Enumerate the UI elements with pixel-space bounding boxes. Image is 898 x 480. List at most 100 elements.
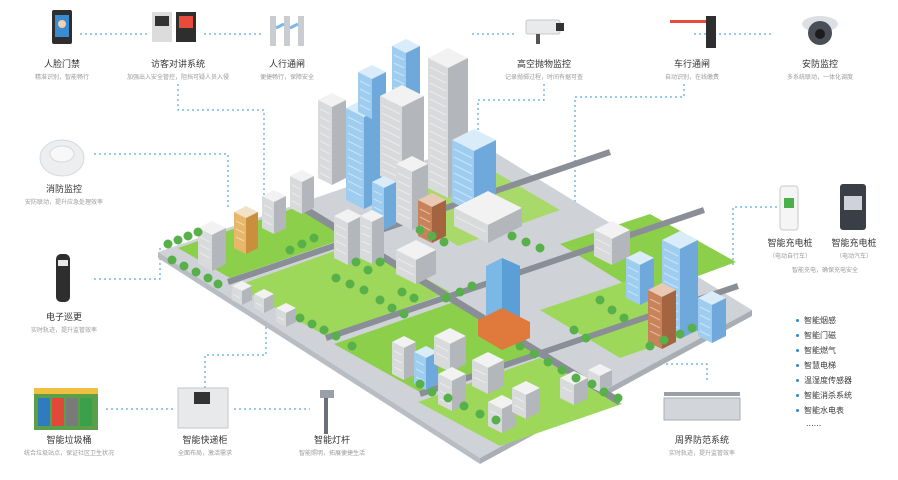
window-row: [263, 204, 273, 210]
building-side: [274, 196, 286, 234]
tree: [285, 245, 295, 255]
visitor-intercom-node: 访客对讲系统 加强出入安全管控，阻挡可疑人员入侵: [112, 57, 244, 81]
window-row: [429, 146, 447, 156]
smoke-detector-icon: [39, 139, 85, 177]
window-row: [381, 136, 401, 147]
building-side: [680, 240, 698, 339]
feature-item: 温湿度传感器: [796, 375, 852, 386]
building-side: [276, 308, 286, 327]
building: [512, 381, 540, 419]
tree: [535, 243, 545, 253]
e-patrol-node: 电子巡更 实时轨迹，提升监管效率: [14, 310, 114, 334]
window-row: [361, 240, 371, 246]
building: [392, 336, 416, 380]
window-row: [415, 368, 425, 374]
building-side: [332, 100, 346, 185]
tree: [295, 313, 305, 323]
window-row: [291, 200, 301, 206]
window-row: [627, 290, 639, 297]
building-side: [560, 378, 574, 405]
window-row: [359, 104, 371, 111]
node-title: 智能充电桩: [831, 239, 877, 249]
building: [234, 206, 258, 254]
building: [334, 209, 362, 265]
window-row: [453, 172, 473, 183]
node-desc: 加强出入安全管控，阻挡可疑人员入侵: [126, 74, 229, 81]
window-row: [663, 272, 679, 281]
window-row: [473, 368, 487, 376]
tree: [675, 329, 685, 339]
building-side: [318, 100, 332, 185]
building-side: [198, 228, 212, 271]
building-side: [600, 370, 612, 392]
patrol-wand-icon: [56, 254, 70, 302]
building-side: [334, 216, 348, 265]
window-row: [649, 298, 661, 305]
tree: [467, 281, 477, 291]
node-title: 智能灯杆: [313, 436, 350, 446]
window-row: [319, 116, 331, 123]
window-row: [359, 80, 371, 87]
window-row: [381, 144, 401, 155]
window-row: [347, 148, 363, 157]
window-row: [393, 54, 405, 61]
window-row: [455, 216, 487, 233]
feature-item: 智能烟感: [796, 315, 836, 326]
tree: [375, 295, 385, 305]
feature-label: 智能消杀系统: [804, 391, 852, 400]
tree: [427, 387, 437, 397]
building: [232, 281, 252, 305]
box-camera-icon: [525, 19, 564, 44]
tree: [529, 349, 539, 359]
window-row: [429, 122, 447, 132]
charger-desc-node: 智能充电，确保充电安全: [770, 263, 880, 274]
security-monitor-node: 安防监控 多系统联动，一体化调度: [780, 57, 860, 81]
window-row: [319, 124, 331, 131]
building-side: [232, 286, 242, 305]
tree: [375, 257, 385, 267]
window-row: [663, 280, 679, 289]
tree: [507, 231, 517, 241]
pedestrian-gate-node: 人行通闸 便捷畅行，保障安全: [247, 57, 327, 81]
tree: [193, 227, 203, 237]
tree: [645, 341, 655, 351]
window-row: [397, 196, 411, 204]
window-row: [319, 164, 331, 171]
building: [396, 240, 436, 284]
window-row: [663, 256, 679, 265]
window-row: [291, 192, 301, 198]
window-row: [429, 138, 447, 148]
window-row: [397, 180, 411, 188]
building-side: [662, 290, 676, 349]
ebike-charger-node: 智能充电桩 （电动自行车）: [762, 236, 818, 260]
tree: [491, 415, 501, 425]
window-row: [291, 184, 301, 190]
window-row: [381, 120, 401, 131]
window-row: [397, 172, 411, 180]
building: [434, 328, 466, 372]
node-desc: 全面布局，激活需求: [177, 450, 232, 457]
tree: [543, 357, 553, 367]
tree: [163, 239, 173, 249]
window-row: [419, 208, 431, 215]
perimeter-fence-icon: [663, 392, 741, 421]
building-side: [246, 212, 258, 254]
node-title: 智能快递柜: [182, 436, 228, 446]
building-side: [594, 230, 612, 265]
window-row: [435, 352, 449, 360]
window-row: [429, 66, 447, 76]
building-side: [404, 342, 416, 380]
building-side: [428, 58, 448, 198]
window-row: [347, 140, 363, 149]
building-side: [698, 298, 712, 343]
tree: [397, 287, 407, 297]
node-title: 周界防范系统: [674, 436, 729, 446]
window-row: [699, 314, 711, 321]
node-desc: 安防联动，提升应急处理效率: [24, 199, 103, 206]
feature-item: 智慧电梯: [796, 360, 836, 371]
window-row: [627, 282, 639, 289]
tree: [415, 379, 425, 389]
window-row: [381, 128, 401, 139]
tree: [309, 233, 319, 243]
window-row: [429, 74, 447, 84]
